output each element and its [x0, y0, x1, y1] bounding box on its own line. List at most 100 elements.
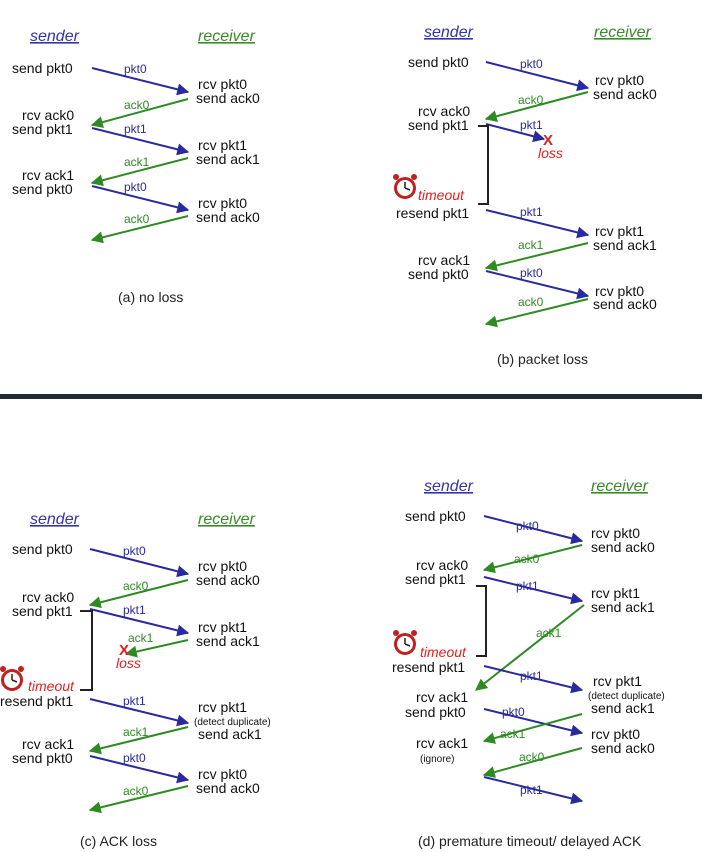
- sender-header: sender: [30, 28, 80, 45]
- pkt-arrow: [89, 755, 190, 784]
- ack-label: ack0: [123, 579, 149, 593]
- ack-arrow: [88, 726, 189, 755]
- receiver-event: send ack0: [593, 296, 657, 312]
- loss-label: loss: [116, 655, 141, 671]
- ack-label: ack0: [124, 98, 150, 112]
- pkt-label: pkt0: [516, 519, 539, 533]
- receiver-event: rcv pkt1: [591, 585, 640, 601]
- ack-arrow: [90, 98, 189, 128]
- ack-arrow: [482, 747, 583, 778]
- ack-arrow: [88, 579, 189, 609]
- pkt-arrow: [91, 67, 190, 96]
- ack-label: ack0: [518, 93, 544, 107]
- sender-event: rcv ack1: [418, 252, 470, 268]
- ack-arrow: [90, 157, 189, 187]
- sender-event: rcv ack0: [22, 589, 74, 605]
- ack-label: ack1: [536, 626, 562, 640]
- ack-arrow: [482, 713, 583, 744]
- receiver-header: receiver: [198, 28, 256, 45]
- ack-label: ack1: [124, 155, 150, 169]
- ack-label: ack0: [519, 750, 545, 764]
- timer-bracket: [80, 610, 93, 691]
- receiver-header: receiver: [198, 511, 256, 528]
- ack-label: ack0: [514, 552, 540, 566]
- timeout-label: timeout: [420, 644, 467, 660]
- ack-label: ack1: [518, 238, 544, 252]
- receiver-event: rcv pkt0: [595, 72, 644, 88]
- receiver-event: rcv pkt0: [198, 195, 247, 211]
- pkt-arrow: [485, 209, 590, 239]
- receiver-header: receiver: [591, 478, 649, 495]
- sender-event: resend pkt1: [392, 659, 465, 675]
- receiver-event: send ack1: [591, 599, 655, 615]
- receiver-event: rcv pkt0: [591, 525, 640, 541]
- ack-label: ack0: [124, 212, 150, 226]
- receiver-event: rcv pkt1: [198, 699, 247, 715]
- receiver-event: rcv pkt1: [595, 223, 644, 239]
- sender-event: rcv ack0: [416, 557, 468, 573]
- alarm-clock-icon: [393, 630, 417, 655]
- pkt-arrow: [483, 665, 584, 694]
- sender-header: sender: [424, 478, 474, 495]
- sender-event: send pkt1: [405, 571, 466, 587]
- receiver-event: rcv pkt0: [198, 766, 247, 782]
- alarm-clock-icon: [0, 666, 24, 691]
- panel-caption: (b) packet loss: [497, 351, 588, 367]
- panel-caption: (d) premature timeout/ delayed ACK: [418, 833, 642, 849]
- sender-event: rcv ack1: [416, 689, 468, 705]
- delayed-ack-arrow: [475, 604, 585, 691]
- sender-event: send pkt0: [12, 181, 73, 197]
- sender-event: send pkt1: [12, 121, 73, 137]
- sender-event: send pkt1: [408, 117, 469, 133]
- ack-label: ack0: [518, 295, 544, 309]
- receiver-event: send ack1: [198, 726, 262, 742]
- pkt-label: pkt1: [123, 694, 146, 708]
- ack-arrow: [88, 785, 189, 814]
- pkt-label: pkt0: [520, 266, 543, 280]
- detect-duplicate-note: (detect duplicate): [588, 691, 665, 702]
- timer-bracket: [478, 125, 489, 205]
- receiver-header: receiver: [594, 24, 652, 41]
- alarm-clock-icon: [393, 174, 417, 199]
- panel-caption: (a) no loss: [118, 289, 183, 305]
- sender-event: rcv ack1: [22, 736, 74, 752]
- pkt-arrow: [485, 270, 590, 300]
- sender-event: resend pkt1: [0, 693, 73, 709]
- pkt-arrow: [91, 185, 190, 214]
- sender-event: rcv ack0: [418, 103, 470, 119]
- pkt-arrow: [483, 576, 584, 605]
- detect-duplicate-note: (detect duplicate): [194, 717, 271, 728]
- ack-arrow: [484, 298, 589, 328]
- sender-event: send pkt1: [12, 603, 73, 619]
- receiver-event: send ack1: [196, 151, 260, 167]
- sender-header: sender: [424, 24, 474, 41]
- sender-event: send pkt0: [12, 60, 73, 76]
- ack-arrow: [484, 91, 589, 123]
- panel-d-premature-timeout: sender receiver send pkt0 pkt0 rcv pkt0 …: [392, 478, 665, 849]
- sender-event: rcv ack1: [22, 167, 74, 183]
- receiver-event: send ack1: [196, 633, 260, 649]
- pkt-arrow: [91, 127, 190, 156]
- panel-c-ack-loss: sender receiver send pkt0 pkt0 rcv pkt0 …: [0, 511, 271, 849]
- ack-label: ack1: [128, 631, 154, 645]
- receiver-event: send ack0: [196, 90, 260, 106]
- pkt-arrow: [89, 548, 190, 578]
- receiver-event: send ack0: [196, 780, 260, 796]
- ack-label: ack0: [123, 784, 149, 798]
- sender-event: send pkt0: [405, 704, 466, 720]
- timeout-label: timeout: [418, 187, 465, 203]
- receiver-event: rcv pkt0: [198, 558, 247, 574]
- sender-event: send pkt0: [12, 750, 73, 766]
- sender-event: resend pkt1: [396, 205, 469, 221]
- receiver-event: send ack1: [593, 237, 657, 253]
- receiver-event: send ack0: [591, 539, 655, 555]
- loss-x-icon: X: [119, 642, 129, 659]
- panel-b-packet-loss: sender receiver send pkt0 pkt0 rcv pkt0 …: [393, 24, 657, 367]
- pkt-arrow: [483, 708, 584, 737]
- pkt-label: pkt1: [516, 579, 539, 593]
- sender-event: send pkt0: [408, 266, 469, 282]
- pkt-label: pkt0: [502, 705, 525, 719]
- pkt-label: pkt1: [520, 669, 543, 683]
- pkt-label: pkt0: [123, 544, 146, 558]
